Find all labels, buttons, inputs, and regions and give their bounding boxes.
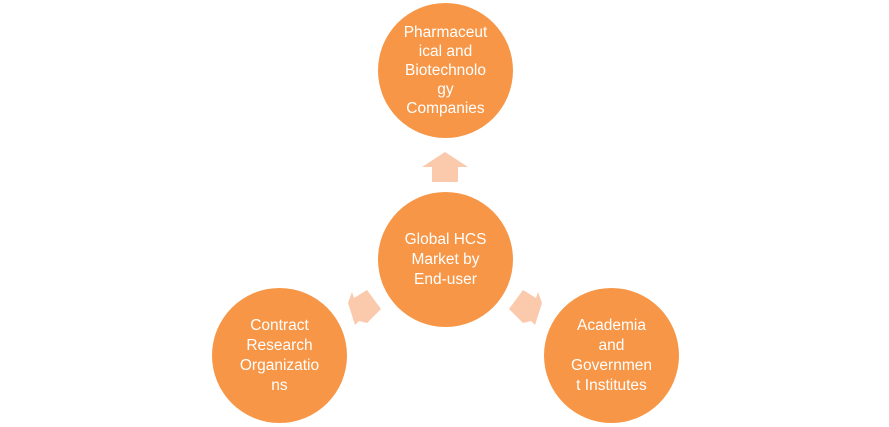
node-academia-government-institutes: Academia and Governmen t Institutes (544, 288, 679, 423)
node-pharmaceutical-biotechnology: Pharmaceut ical and Biotechnolo gy Compa… (378, 3, 513, 138)
node-label: Academia and Governmen t Institutes (571, 316, 652, 394)
center-node: Global HCS Market by End-user (378, 192, 513, 327)
node-contract-research-organizations: Contract Research Organizatio ns (212, 288, 347, 423)
node-label: Contract Research Organizatio ns (239, 316, 320, 394)
arrow-up-icon (422, 152, 468, 182)
center-node-label: Global HCS Market by End-user (404, 230, 487, 288)
arrow-down-left-icon (348, 290, 381, 325)
node-label: Pharmaceut ical and Biotechnolo gy Compa… (403, 24, 488, 117)
arrow-down-right-icon (509, 290, 542, 325)
